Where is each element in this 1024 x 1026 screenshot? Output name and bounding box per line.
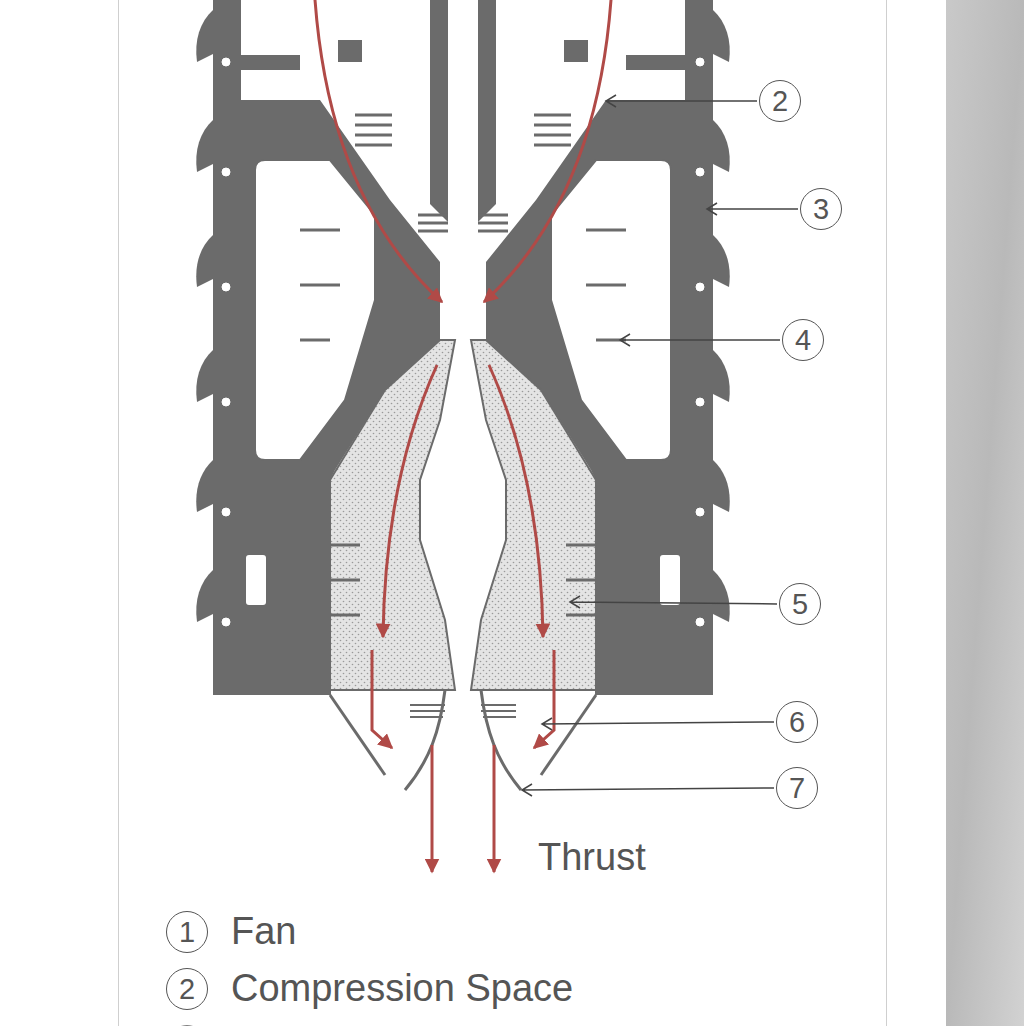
callout-number: 5 bbox=[792, 590, 808, 619]
callout-number: 6 bbox=[789, 708, 805, 737]
callout-circle: 6 bbox=[776, 701, 818, 743]
callout-number: 7 bbox=[789, 774, 805, 803]
callout-circle: 4 bbox=[782, 319, 824, 361]
callout-number: 2 bbox=[179, 975, 195, 1004]
callout-circle: 3 bbox=[800, 188, 842, 230]
callout-number: 3 bbox=[813, 195, 829, 224]
callout-circle: 2 bbox=[759, 80, 801, 122]
callout-circle: 5 bbox=[779, 583, 821, 625]
key-text: Compression Space bbox=[231, 968, 573, 1010]
callout-number: 2 bbox=[772, 87, 788, 116]
callout-circle: 7 bbox=[776, 767, 818, 809]
callout-circle: 2 bbox=[166, 968, 208, 1010]
callout-number: 1 bbox=[179, 918, 195, 947]
engine-left-half bbox=[196, 0, 455, 872]
callout-number: 4 bbox=[795, 326, 811, 355]
leader-lines bbox=[522, 95, 798, 796]
engine-right-half bbox=[471, 0, 730, 872]
key-text: Fan bbox=[231, 911, 296, 953]
metal-panel bbox=[946, 0, 1024, 1026]
flow-label: Thrust bbox=[538, 837, 646, 879]
callout-circle: 1 bbox=[166, 911, 208, 953]
